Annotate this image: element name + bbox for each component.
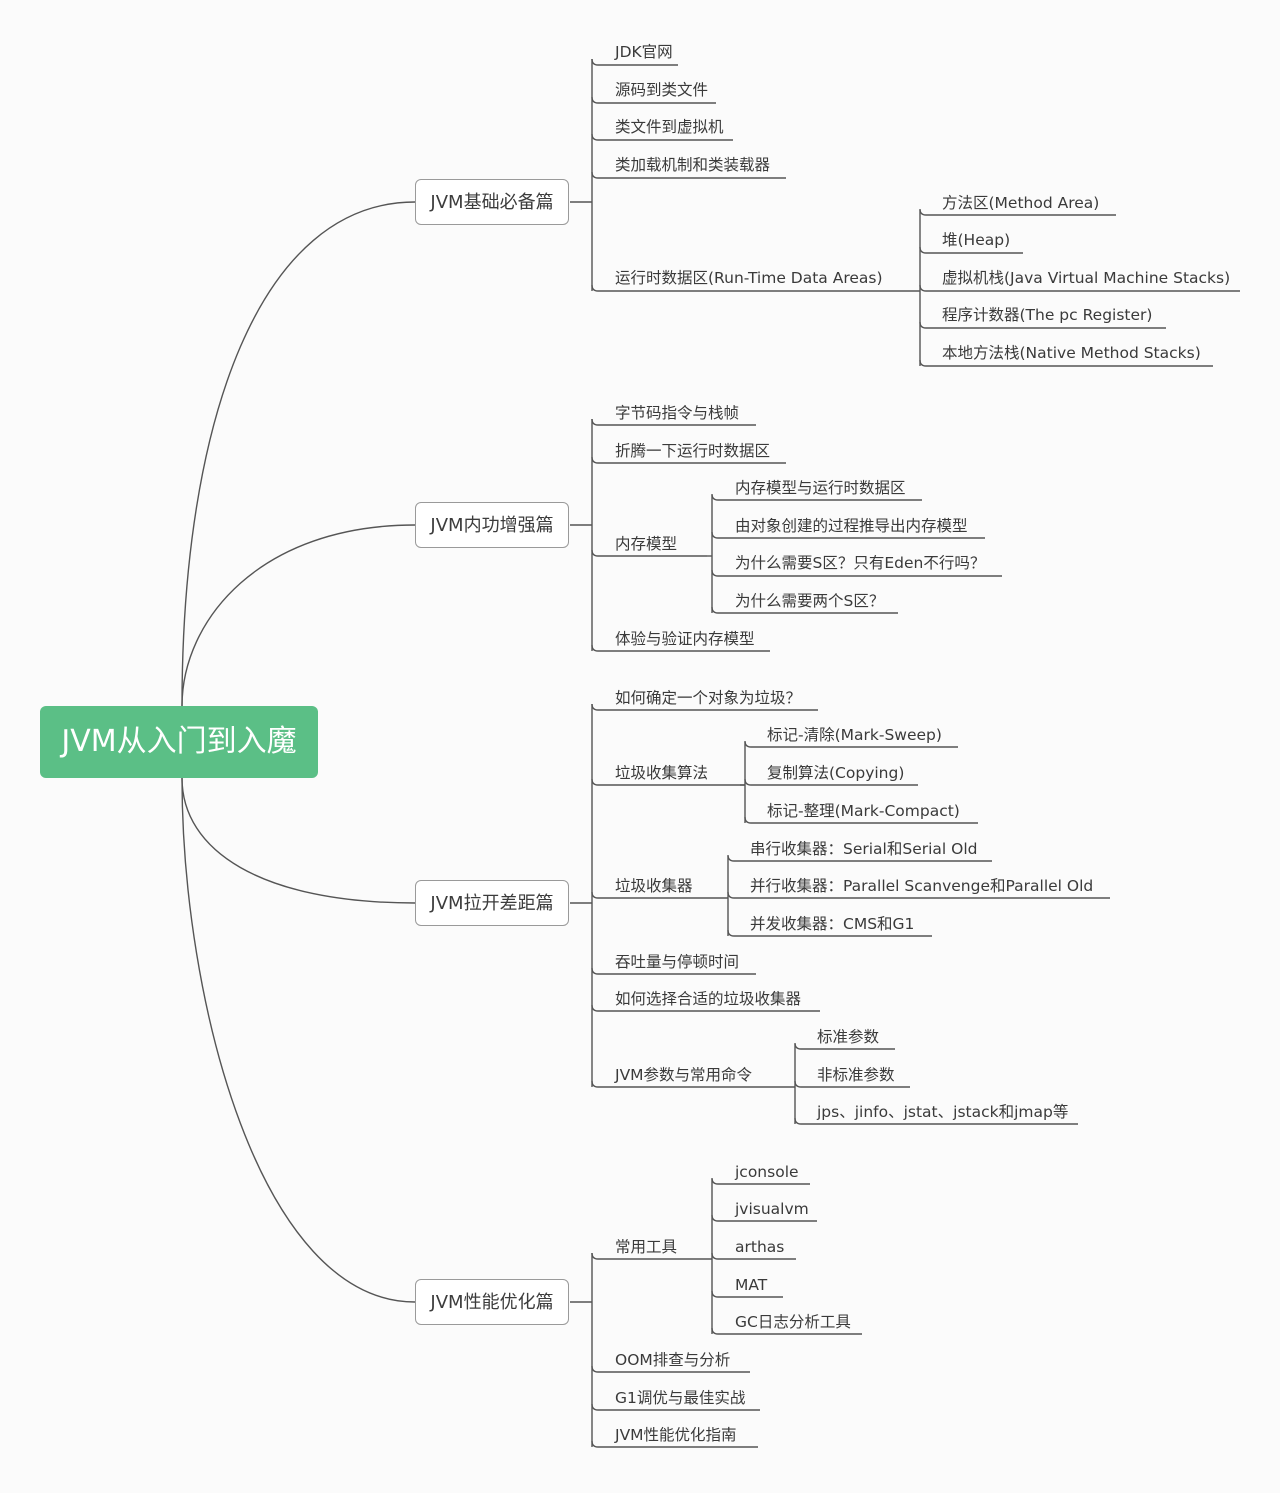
b0-sub-underline-0 [919, 208, 1116, 216]
b3-sub-underline-3 [711, 1290, 783, 1298]
topic-jvm-params[interactable]: JVM参数与常用命令 [615, 1066, 753, 1084]
b3-underline-0 [591, 1252, 712, 1260]
topic-garbage-detect[interactable]: 如何确定一个对象为垃圾？ [615, 689, 802, 707]
b3-sub-underline-2 [711, 1252, 796, 1260]
topic-standard-params[interactable]: 标准参数 [817, 1028, 880, 1046]
b0-underline-0 [591, 58, 678, 66]
root-node[interactable]: JVM从入门到入魔 [40, 706, 318, 778]
b3-underline-1 [591, 1365, 750, 1373]
b3-sub-underline-1 [711, 1214, 817, 1222]
topic-gc-log-tools[interactable]: GC日志分析工具 [735, 1313, 851, 1331]
topic-serial[interactable]: 串行收集器：Serial和Serial Old [750, 840, 978, 858]
b2-underline-4 [591, 1004, 820, 1012]
b1-underline-3 [591, 644, 770, 652]
branch-internals[interactable]: JVM内功增强篇 [415, 502, 569, 548]
b3-sub-underline-4 [711, 1327, 862, 1335]
topic-choose-collector[interactable]: 如何选择合适的垃圾收集器 [615, 990, 802, 1008]
b1-sub-underline-1 [711, 531, 985, 539]
topic-perf-guide[interactable]: JVM性能优化指南 [615, 1426, 737, 1444]
topic-mat[interactable]: MAT [735, 1276, 768, 1294]
topic-gc-algorithms[interactable]: 垃圾收集算法 [615, 764, 709, 782]
topic-runtime-revisit[interactable]: 折腾一下运行时数据区 [615, 442, 771, 460]
topic-mm-why-s[interactable]: 为什么需要S区？只有Eden不行吗？ [735, 554, 986, 572]
topic-jconsole[interactable]: jconsole [735, 1163, 799, 1181]
topic-jvisualvm[interactable]: jvisualvm [735, 1200, 809, 1218]
topic-oom[interactable]: OOM排查与分析 [615, 1351, 731, 1369]
topic-mm-runtime[interactable]: 内存模型与运行时数据区 [735, 479, 906, 497]
b2-algo-underline-0 [744, 740, 958, 748]
topic-mark-compact[interactable]: 标记-整理(Mark-Compact) [767, 802, 960, 820]
b0-sub-underline-1 [919, 246, 1023, 254]
topic-concurrent[interactable]: 并发收集器：CMS和G1 [750, 915, 915, 933]
b1-sub-underline-2 [711, 569, 1002, 577]
topic-throughput[interactable]: 吞吐量与停顿时间 [615, 953, 740, 971]
topic-mm-two-s[interactable]: 为什么需要两个S区？ [735, 592, 885, 610]
branch-performance[interactable]: JVM性能优化篇 [415, 1279, 569, 1325]
b1-underline-1 [591, 456, 786, 464]
topic-mark-sweep[interactable]: 标记-清除(Mark-Sweep) [767, 726, 942, 744]
b0-sub-underline-2 [919, 284, 1240, 292]
root-curve-4 [181, 777, 416, 1303]
b0-sub-underline-3 [919, 321, 1166, 329]
topic-nonstandard-params[interactable]: 非标准参数 [817, 1066, 895, 1084]
b2-underline-0 [591, 703, 818, 711]
b2-underline-2 [591, 891, 707, 899]
b2-underline-5 [591, 1080, 795, 1088]
b0-sub-underline-4 [919, 359, 1213, 367]
topic-jdk-site[interactable]: JDK官网 [615, 43, 673, 61]
root-curve-1 [181, 201, 416, 707]
topic-tools[interactable]: 常用工具 [615, 1238, 678, 1256]
topic-classloading[interactable]: 类加载机制和类装载器 [615, 156, 771, 174]
branch-gc[interactable]: JVM拉开差距篇 [415, 880, 569, 926]
topic-gc-collectors[interactable]: 垃圾收集器 [615, 877, 693, 895]
root-curve-3 [181, 777, 416, 904]
b2-param-underline-2 [794, 1117, 1078, 1125]
branch-basics[interactable]: JVM基础必备篇 [415, 179, 569, 225]
b2-underline-1 [591, 778, 745, 786]
topic-class-to-vm[interactable]: 类文件到虚拟机 [615, 118, 724, 136]
b2-underline-3 [591, 967, 756, 975]
b0-underline-4 [591, 284, 900, 292]
b2-coll-underline-2 [727, 929, 932, 937]
b3-underline-2 [591, 1403, 760, 1411]
b1-underline-0 [591, 418, 756, 426]
b1-sub-underline-3 [711, 606, 898, 614]
topic-runtime-data-areas[interactable]: 运行时数据区(Run-Time Data Areas) [615, 269, 883, 287]
topic-g1-tuning[interactable]: G1调优与最佳实战 [615, 1389, 746, 1407]
topic-jdk-commands[interactable]: jps、jinfo、jstat、jstack和jmap等 [817, 1103, 1069, 1121]
topic-bytecode[interactable]: 字节码指令与栈帧 [615, 404, 740, 422]
topic-source-to-class[interactable]: 源码到类文件 [615, 81, 709, 99]
topic-method-area[interactable]: 方法区(Method Area) [942, 194, 1100, 212]
b2-coll-underline-1 [727, 891, 1110, 899]
b0-underline-1 [591, 96, 716, 104]
b2-algo-underline-2 [744, 816, 978, 824]
topic-heap[interactable]: 堆(Heap) [942, 231, 1011, 249]
root-curve-2 [181, 524, 416, 707]
b2-coll-underline-0 [727, 854, 992, 862]
topic-arthas[interactable]: arthas [735, 1238, 785, 1256]
b3-underline-3 [591, 1440, 758, 1448]
b1-underline-2 [591, 549, 707, 557]
b1-sub-underline-0 [711, 493, 922, 501]
topic-native-stacks[interactable]: 本地方法栈(Native Method Stacks) [942, 344, 1201, 362]
topic-parallel[interactable]: 并行收集器：Parallel Scanvenge和Parallel Old [750, 877, 1094, 895]
topic-vm-stacks[interactable]: 虚拟机栈(Java Virtual Machine Stacks) [942, 269, 1231, 287]
topic-memory-model[interactable]: 内存模型 [615, 535, 678, 553]
topic-copying[interactable]: 复制算法(Copying) [767, 764, 905, 782]
b0-underline-3 [591, 171, 786, 179]
b2-param-underline-0 [794, 1042, 895, 1050]
b0-underline-2 [591, 133, 733, 141]
topic-mm-object-creation[interactable]: 由对象创建的过程推导出内存模型 [735, 517, 968, 535]
topic-mm-verify[interactable]: 体验与验证内存模型 [615, 630, 755, 648]
b2-param-underline-1 [794, 1080, 910, 1088]
topic-pc-register[interactable]: 程序计数器(The pc Register) [942, 306, 1153, 324]
b3-sub-underline-0 [711, 1177, 810, 1185]
b2-algo-underline-1 [744, 778, 918, 786]
